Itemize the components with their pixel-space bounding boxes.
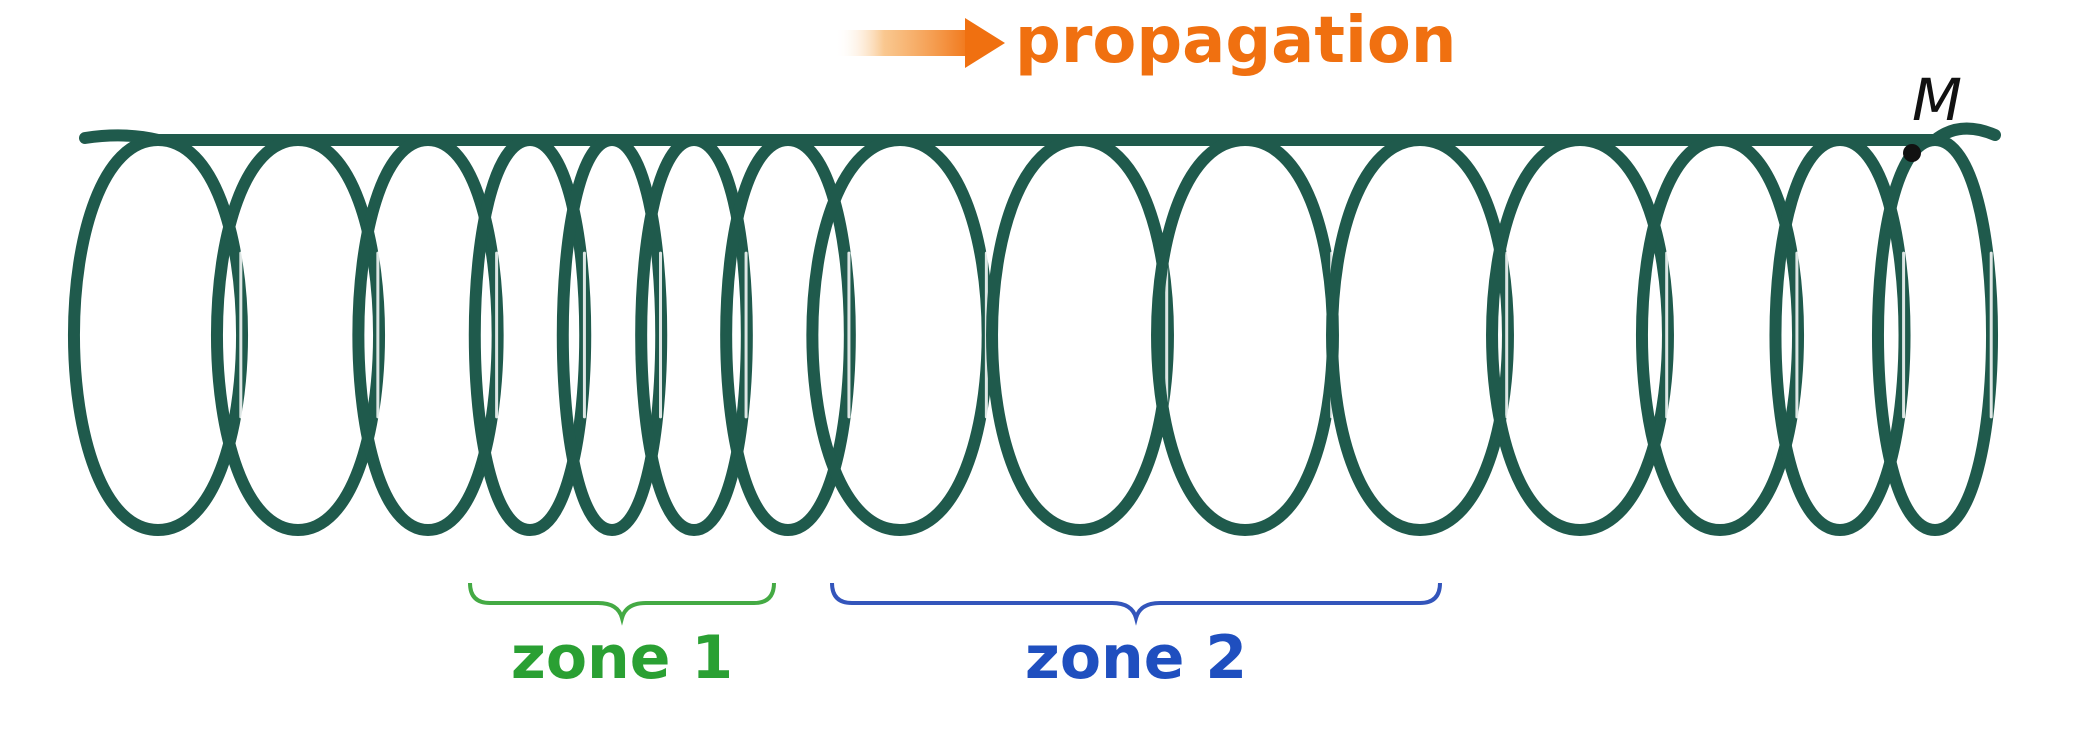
coil-turn [1326, 134, 1514, 537]
coil-end-left [79, 129, 164, 146]
coil-end-right [1929, 122, 2001, 146]
spring-coil [68, 122, 2001, 537]
coil-turn [806, 134, 994, 537]
coil-turn [1151, 134, 1339, 537]
zone-1-label: zone 1 [511, 623, 733, 693]
coil-turn [468, 134, 592, 537]
coil-turn [986, 134, 1174, 537]
point-m-marker [1903, 144, 1921, 162]
coil-turn [1769, 134, 1911, 537]
coil-turn [352, 134, 504, 537]
zone-1-brace [468, 582, 776, 626]
arrow-shaft [835, 30, 975, 56]
zone-2-brace [830, 582, 1442, 626]
point-m-label: M [1912, 66, 1962, 134]
arrow-head [965, 18, 1005, 68]
coil-turn [556, 134, 668, 537]
zone-2-label: zone 2 [1025, 623, 1247, 693]
propagation-arrow [835, 18, 1005, 68]
coil-turn [1871, 134, 1999, 537]
coil-turn [720, 134, 856, 537]
propagation-label: propagation [1015, 4, 1456, 78]
